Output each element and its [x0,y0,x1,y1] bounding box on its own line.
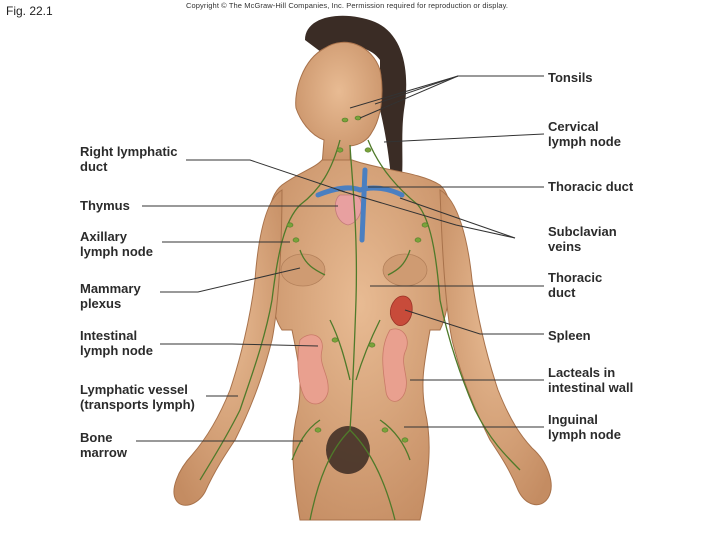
lymph-nodes [286,115,429,443]
leader-lines [136,75,545,442]
label-lymphatic-vessel: Lymphatic vessel(transports lymph) [80,382,195,412]
subclavian-veins-shape [315,167,405,243]
right-breast [382,253,428,287]
copyright-notice: Copyright © The McGraw-Hill Companies, I… [186,1,509,10]
body-silhouette [173,41,552,521]
label-tonsils: Tonsils [548,70,593,85]
hair [305,15,407,191]
spleen-organ [389,295,413,326]
label-spleen: Spleen [548,328,591,343]
lymphatic-vessels [199,139,521,521]
label-thymus: Thymus [80,198,130,213]
left-breast [280,253,326,287]
label-thoracic-duct-upper: Thoracic duct [548,179,634,194]
pubic-area [326,426,370,474]
figure-number: Fig. 22.1 [6,4,53,18]
intestines [297,328,408,405]
